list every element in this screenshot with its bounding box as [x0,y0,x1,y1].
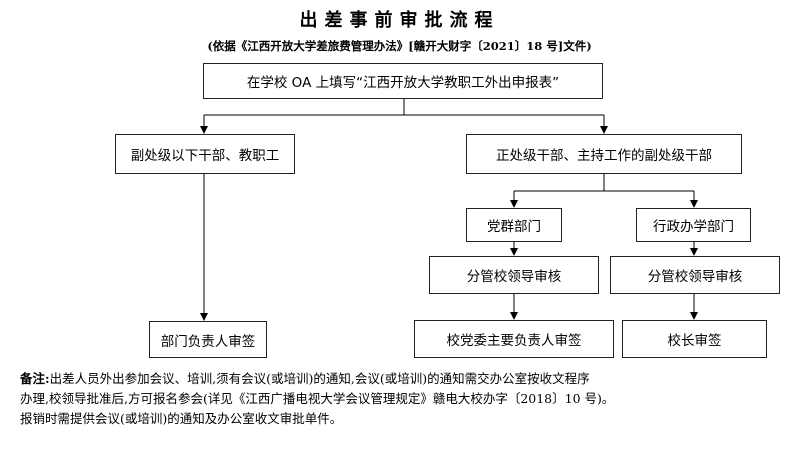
page-subtitle: (依据《江西开放大学差旅费管理办法》[赣开大财字〔2021〕18 号]文件) [207,39,592,53]
notes-label: 备注: [20,371,50,386]
left-branch-node: 副处级以下干部、教职工 [115,134,295,174]
admin-dept-node: 行政办学部门 [636,208,751,242]
right-branch-node: 正处级干部、主持工作的副处级干部 [466,134,742,174]
start-node: 在学校 OA 上填写“江西开放大学教职工外出申报表” [203,63,603,99]
admin-review-node: 分管校领导审核 [610,256,780,294]
notes-line-3: 报销时需提供会议(或培训)的通知及办公室收文审批单件。 [20,411,343,426]
page-title: 出差事前审批流程 [299,10,500,31]
notes-section: 备注:出差人员外出参加会议、培训,须有会议(或培训)的通知,会议(或培训)的通知… [20,369,790,429]
notes-line-1: 备注:出差人员外出参加会议、培训,须有会议(或培训)的通知,会议(或培训)的通知… [20,369,790,389]
party-review-node: 分管校领导审核 [429,256,599,294]
notes-text-1: 出差人员外出参加会议、培训,须有会议(或培训)的通知,会议(或培训)的通知需交办… [49,371,590,386]
party-committee-sign-node: 校党委主要负责人审签 [414,320,614,358]
president-sign-node: 校长审签 [622,320,767,358]
party-dept-node: 党群部门 [466,208,562,242]
notes-line-2: 办理,校领导批准后,方可报名参会(详见《江西广播电视大学会议管理规定》赣电大校办… [20,391,615,406]
dept-head-sign-node: 部门负责人审签 [149,321,267,358]
